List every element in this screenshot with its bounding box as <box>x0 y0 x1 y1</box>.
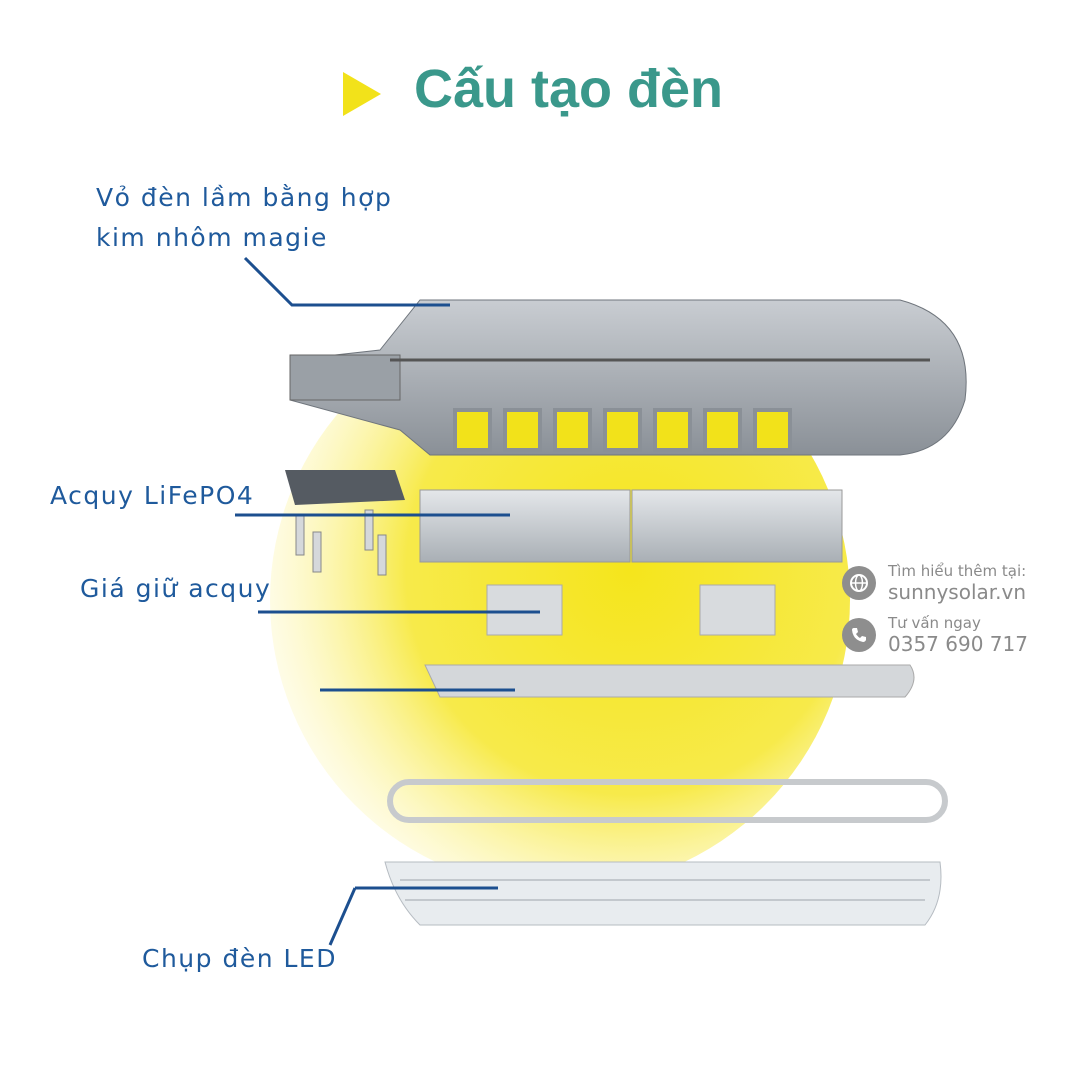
website-link[interactable]: sunnysolar.vn <box>888 580 1027 604</box>
label-housing-line2: kim nhôm magie <box>96 223 328 252</box>
phone-number[interactable]: 0357 690 717 <box>888 632 1028 656</box>
battery-holder-left <box>486 584 563 636</box>
phone-info: Tư vấn ngay 0357 690 717 <box>842 614 1028 656</box>
lamp-housing <box>289 299 967 456</box>
phone-icon <box>842 618 876 652</box>
battery-pack <box>419 489 843 563</box>
battery-bracket-plate <box>285 470 405 505</box>
website-info: Tìm hiểu thêm tại: sunnysolar.vn <box>842 562 1026 604</box>
play-triangle-icon <box>343 72 381 116</box>
gasket-ring <box>387 779 948 823</box>
page-title: Cấu tạo đèn <box>414 59 724 119</box>
led-lens-cover <box>384 861 942 926</box>
label-housing-line1: Vỏ đèn lầm bằng hợp <box>96 183 393 212</box>
leader-lines <box>235 256 540 946</box>
globe-icon <box>842 566 876 600</box>
learn-more-text: Tìm hiểu thêm tại: <box>888 562 1027 580</box>
label-bracket: Giá giữ acquy <box>80 574 272 603</box>
led-board <box>424 664 915 698</box>
battery-holder-right <box>699 584 776 636</box>
label-housing: Vỏ đèn lầm bằng hợp kim nhôm magie <box>96 178 392 258</box>
label-cover: Chụp đèn LED <box>142 944 337 973</box>
label-battery: Acquy LiFePO4 <box>50 481 255 510</box>
consult-text: Tư vấn ngay <box>888 614 981 632</box>
